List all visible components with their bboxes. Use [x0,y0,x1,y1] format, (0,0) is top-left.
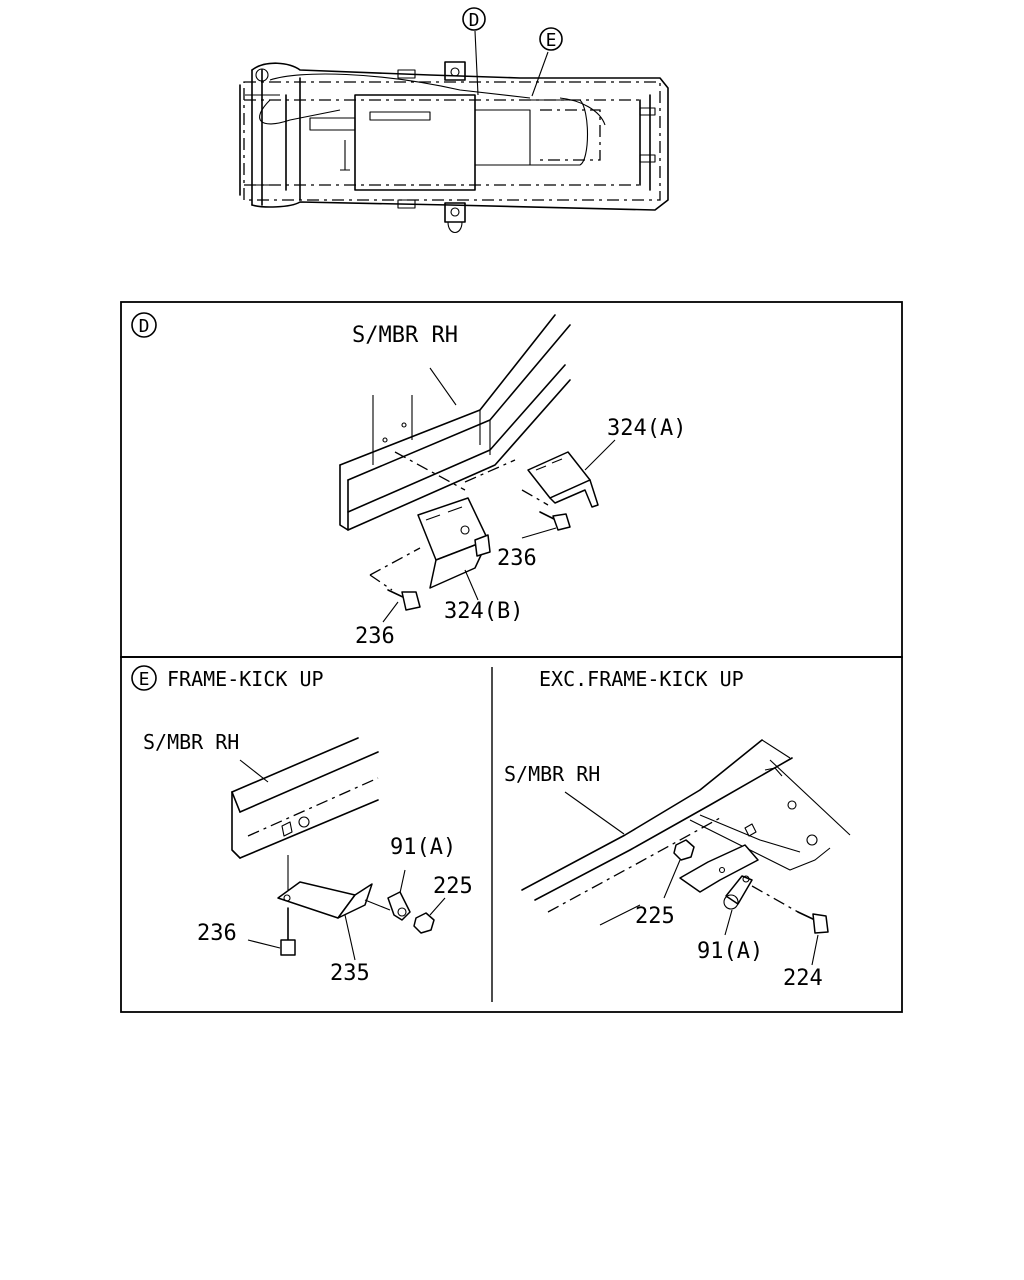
detail-e-exc-side-member [521,739,851,926]
leader-236-e [247,939,281,949]
detail-e-exc-smbr-label: S/MBR RH [504,762,600,786]
clip-91a-exc [723,875,753,910]
detail-d-smbr-leader [429,367,457,406]
svg-text:D: D [139,316,150,337]
detail-d-centerline-3 [369,574,393,591]
leader-324a [584,439,616,471]
bracket-235 [277,881,373,919]
detail-d-badge: D [131,312,157,338]
leader-225-e [429,897,446,916]
part-label-236-lower: 236 [355,624,395,649]
detail-e-kickup-side-member [231,737,379,859]
part-label-235: 235 [330,961,370,986]
callout-d[interactable]: D [462,7,486,31]
bracket-324b [369,497,491,589]
part-label-236-upper: 236 [497,546,537,571]
part-label-224: 224 [783,966,823,991]
leader-236-lower [382,601,399,623]
leader-225-exc [663,859,681,899]
bracket-exc [679,844,759,893]
leader-91a-e [399,869,406,894]
svg-text:D: D [469,10,480,31]
part-label-236-e: 236 [197,921,237,946]
leader-324b [464,569,479,601]
clip-91a-e [364,891,411,921]
svg-text:E: E [546,30,557,51]
detail-e-exc-title: EXC.FRAME-KICK UP [539,667,744,691]
leader-91a-exc [724,909,733,936]
chassis-overview [239,30,669,234]
detail-e-badge: E [131,665,157,691]
leader-236-upper [521,527,557,539]
leader-224 [811,934,819,966]
detail-d-smbr-label: S/MBR RH [352,323,458,348]
nut-225-exc [673,839,695,861]
bracket-324a [521,451,599,508]
detail-e-kickup-smbr-label: S/MBR RH [143,730,239,754]
bolt-236-lower [387,589,421,611]
detail-d-side-member [339,314,571,531]
svg-text:E: E [139,669,150,690]
callout-e[interactable]: E [539,27,563,51]
part-label-225-e: 225 [433,874,473,899]
detail-d-centerline-2 [464,459,516,483]
detail-e-kickup-title: FRAME-KICK UP [167,667,324,691]
part-label-91a-e: 91(A) [390,835,456,860]
part-label-225-exc: 225 [635,904,675,929]
detail-d-centerline-1 [394,451,466,491]
part-label-91a-exc: 91(A) [697,939,763,964]
detail-e-exc-smbr-leader [564,791,625,835]
leader-235 [344,914,356,961]
part-label-324a: 324(A) [607,416,686,441]
nut-225-e [413,912,435,934]
bolt-236-upper [539,511,571,531]
part-label-324b: 324(B) [444,599,523,624]
bolt-224 [751,885,829,934]
detail-e-frame [120,656,903,1013]
bolt-236-e [280,907,296,956]
